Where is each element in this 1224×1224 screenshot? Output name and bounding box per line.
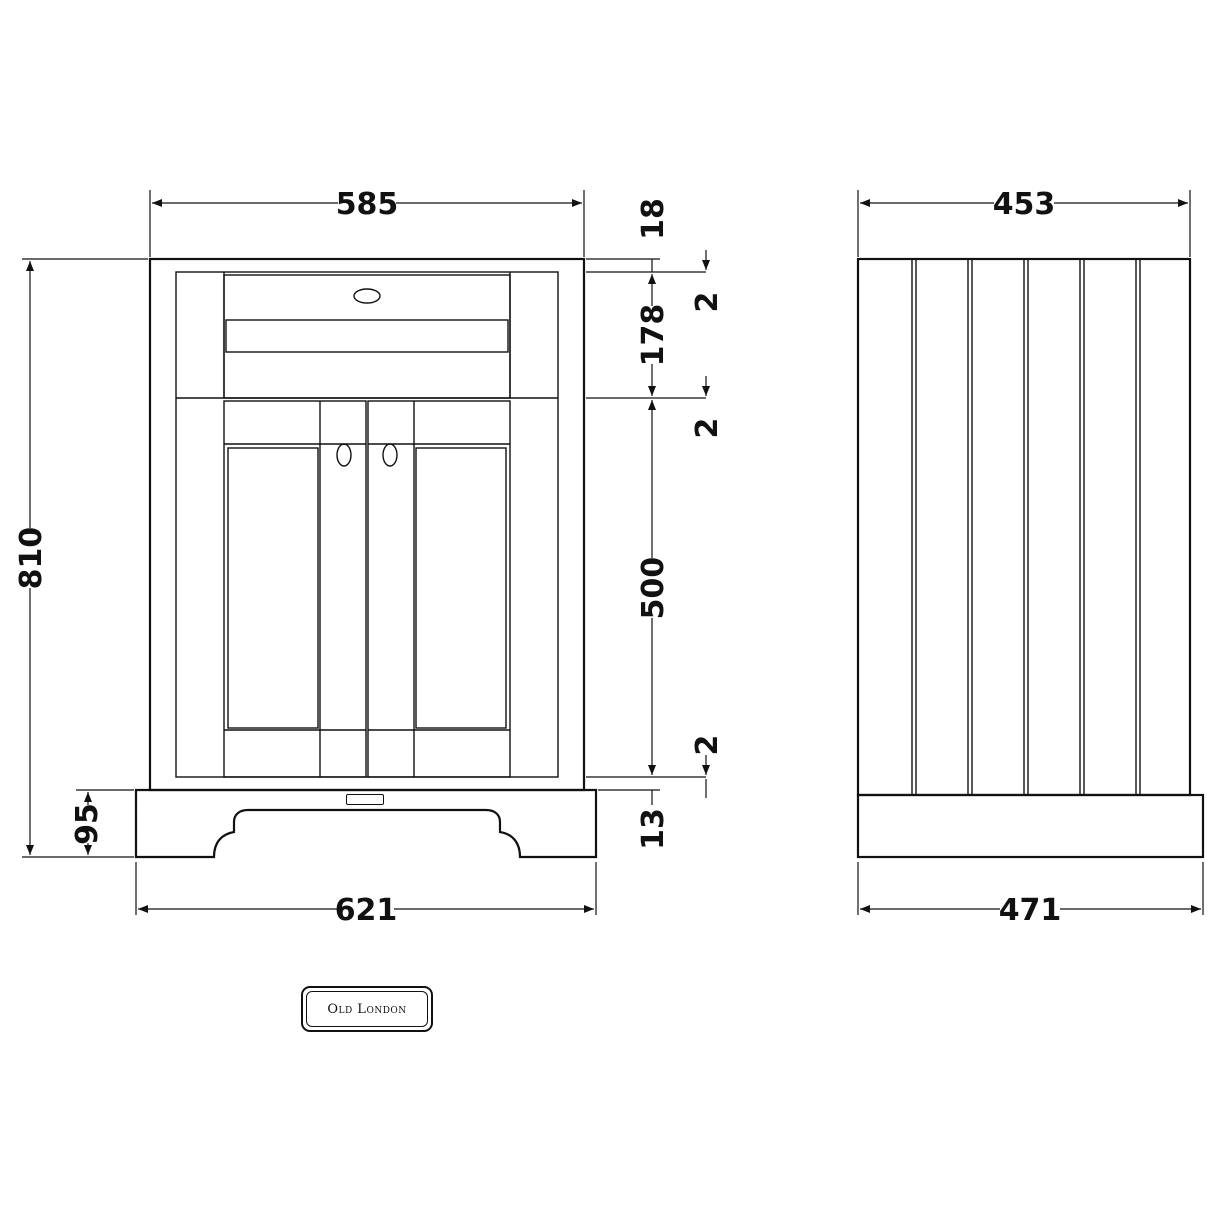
front-view <box>134 257 598 859</box>
cabinet-carcass <box>148 257 586 792</box>
drawer-handle-icon <box>353 288 381 304</box>
right-door-knob-icon <box>382 443 398 467</box>
side-plinth <box>856 793 1205 859</box>
plinth-badge-logo <box>346 794 384 805</box>
dim-overall-depth: 453 <box>993 187 1056 222</box>
right-door-panel <box>415 447 507 729</box>
dim-plinth-height: 95 <box>70 803 105 845</box>
left-door <box>223 400 367 778</box>
dim-overall-width: 585 <box>336 187 399 222</box>
right-door <box>367 400 511 778</box>
plinth <box>134 788 598 859</box>
dim-door-height: 500 <box>636 557 671 620</box>
drawer-front <box>223 274 511 399</box>
brand-logo: Old London <box>301 986 433 1032</box>
dim-plinth-width: 621 <box>335 893 398 928</box>
left-door-knob-icon <box>336 443 352 467</box>
dim-plinth-recess: 13 <box>636 808 671 850</box>
drawer-inset-panel <box>225 319 509 353</box>
side-view <box>856 257 1205 859</box>
cabinet-face-frame <box>175 271 559 778</box>
front-dimensions <box>22 190 710 915</box>
dim-gap-top: 2 <box>690 292 725 313</box>
side-dimensions <box>857 190 1204 915</box>
left-door-panel <box>227 447 319 729</box>
dim-overall-height: 810 <box>14 527 49 590</box>
dim-plinth-depth: 471 <box>999 893 1062 928</box>
dim-worktop-thickness: 18 <box>636 198 671 240</box>
brand-logo-text: Old London <box>306 991 428 1027</box>
dim-gap-mid: 2 <box>690 418 725 439</box>
dim-drawer-height: 178 <box>636 304 671 367</box>
dim-gap-bottom: 2 <box>690 735 725 756</box>
